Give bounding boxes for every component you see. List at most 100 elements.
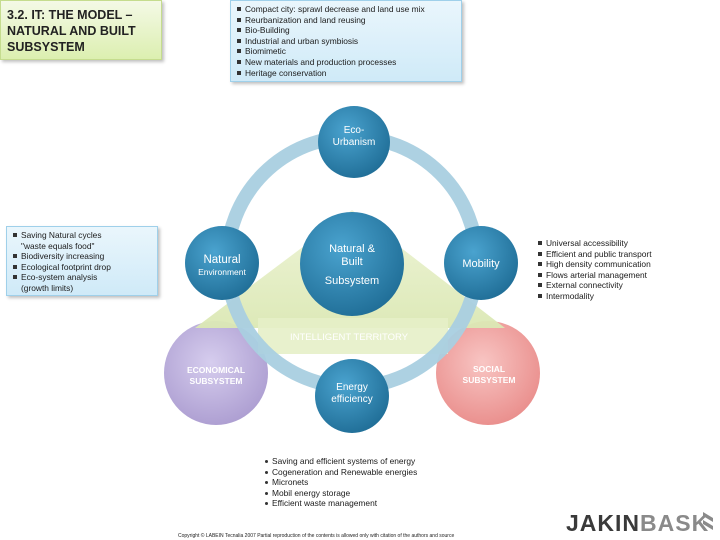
right-bullet-item: Efficient and public transport: [538, 249, 652, 260]
bullet-icon: [237, 17, 241, 22]
right-bullet-item: Intermodality: [538, 291, 652, 302]
economical-circle: [164, 321, 268, 425]
left-bullet-list: Saving Natural cycles"waste equals food"…: [13, 230, 151, 294]
bullet-icon: [538, 272, 542, 277]
left-bullet-text: Eco-system analysis: [21, 272, 98, 283]
bottom-bullet-item: Cogeneration and Renewable energies: [265, 467, 417, 478]
social-label-2: SUBSYSTEM: [463, 375, 516, 385]
social-label-1: SOCIAL: [473, 364, 505, 374]
slide-title: 3.2. IT: THE MODEL – NATURAL AND BUILT S…: [0, 0, 162, 60]
top-bullet-text: Bio-Building: [245, 25, 290, 36]
bullet-icon: [265, 491, 268, 495]
environment-label: Environment: [198, 267, 246, 277]
copyright-footer: Copyright © LABEIN Tecnalia 2007 Partial…: [178, 533, 455, 539]
left-bullet-text: Saving Natural cycles: [21, 230, 102, 240]
economical-label-1: ECONOMICAL: [187, 365, 245, 375]
bullet-icon: [237, 59, 241, 64]
right-bullet-text: High density communication: [546, 259, 651, 270]
left-bullet-item: Biodiversity increasing: [13, 251, 151, 262]
bullet-icon: [13, 254, 17, 259]
left-bullet-item: "waste equals food": [13, 241, 151, 252]
top-bullet-text: Biomimetic: [245, 46, 286, 57]
bullet-icon: [237, 28, 241, 33]
bullet-icon: [13, 233, 17, 237]
mobility-label: Mobility: [462, 258, 500, 270]
right-bullet-item: External connectivity: [538, 280, 652, 291]
bullet-icon: [13, 275, 17, 280]
center-label-2: Built: [341, 256, 362, 268]
left-bullet-text: Ecological footprint drop: [21, 261, 111, 272]
right-bullet-text: Intermodality: [546, 290, 594, 301]
bullet-icon: [265, 481, 268, 485]
natural-environment-circle: [185, 226, 259, 300]
right-bullet-text: Universal accessibility: [546, 238, 628, 248]
left-bullet-item: (growth limits): [13, 283, 151, 294]
bullet-icon: [538, 262, 542, 267]
left-bullet-text: (growth limits): [21, 282, 74, 293]
energy-label-2: efficiency: [331, 394, 373, 405]
bullet-icon: [265, 460, 268, 463]
eco-urbanism-bullets: Compact city: sprawl decrease and land u…: [230, 0, 462, 82]
left-bullet-item: Ecological footprint drop: [13, 262, 151, 273]
bottom-bullet-text: Efficient waste management: [272, 498, 378, 509]
jakinbask-logo: JAKINBASK: [566, 510, 709, 537]
logo-mark-icon: [703, 512, 713, 534]
bottom-bullet-text: Micronets: [272, 477, 309, 488]
top-bullet-item: Industrial and urban symbiosis: [237, 36, 455, 47]
bottom-bullet-item: Micronets: [265, 477, 417, 488]
bottom-bullet-text: Cogeneration and Renewable energies: [272, 466, 418, 477]
logo-right: BASK: [640, 510, 710, 536]
eco-urbanism-circle: [318, 106, 390, 178]
eco-label-2: Urbanism: [333, 137, 376, 148]
top-bullet-text: Reurbanization and land reusing: [245, 14, 366, 25]
territory-label: INTELLIGENT TERRITORY: [290, 332, 409, 343]
top-bullet-item: New materials and production processes: [237, 57, 455, 68]
top-bullet-text: Compact city: sprawl decrease and land u…: [245, 4, 425, 14]
right-bullet-item: Universal accessibility: [538, 238, 652, 249]
energy-label-1: Energy: [336, 382, 368, 393]
natural-environment-bullets: Saving Natural cycles"waste equals food"…: [6, 226, 158, 296]
bottom-bullet-item: Efficient waste management: [265, 498, 417, 509]
bottom-bullet-text: Mobil energy storage: [272, 487, 351, 498]
bullet-icon: [13, 264, 17, 269]
bullet-icon: [538, 241, 542, 245]
top-bullet-item: Compact city: sprawl decrease and land u…: [237, 4, 455, 15]
top-bullet-item: Biomimetic: [237, 46, 455, 57]
energy-circle: [315, 359, 389, 433]
bottom-bullet-text: Saving and efficient systems of energy: [272, 456, 416, 466]
bottom-bullet-item: Saving and efficient systems of energy: [265, 456, 417, 467]
bullet-icon: [237, 49, 241, 54]
bullet-icon: [237, 38, 241, 43]
mobility-circle: [444, 226, 518, 300]
center-label-3: Subsystem: [325, 275, 379, 287]
bullet-icon: [237, 70, 241, 75]
top-bullet-list: Compact city: sprawl decrease and land u…: [237, 4, 455, 78]
right-bullet-item: Flows arterial management: [538, 270, 652, 281]
bottom-bullet-item: Mobil energy storage: [265, 488, 417, 499]
bullet-icon: [538, 293, 542, 298]
economical-label-2: SUBSYSTEM: [190, 376, 243, 386]
right-bullet-text: External connectivity: [546, 280, 623, 291]
logo-left: JAKIN: [566, 510, 641, 536]
left-bullet-text: Biodiversity increasing: [21, 251, 105, 262]
natural-label: Natural: [203, 254, 240, 266]
top-bullet-item: Reurbanization and land reusing: [237, 15, 455, 26]
eco-label-1: Eco-: [344, 125, 365, 136]
territory-band: [258, 318, 448, 354]
top-bullet-text: New materials and production processes: [245, 56, 397, 67]
left-bullet-text: "waste equals food": [21, 240, 95, 251]
top-bullet-item: Bio-Building: [237, 25, 455, 36]
right-bullet-text: Efficient and public transport: [546, 248, 652, 259]
top-bullet-text: Industrial and urban symbiosis: [245, 35, 359, 46]
center-label-1: Natural &: [329, 243, 376, 255]
right-bullet-item: High density communication: [538, 259, 652, 270]
bullet-icon: [265, 502, 268, 506]
bullet-icon: [237, 7, 241, 11]
bullet-icon: [265, 470, 268, 474]
bullet-icon: [538, 251, 542, 256]
